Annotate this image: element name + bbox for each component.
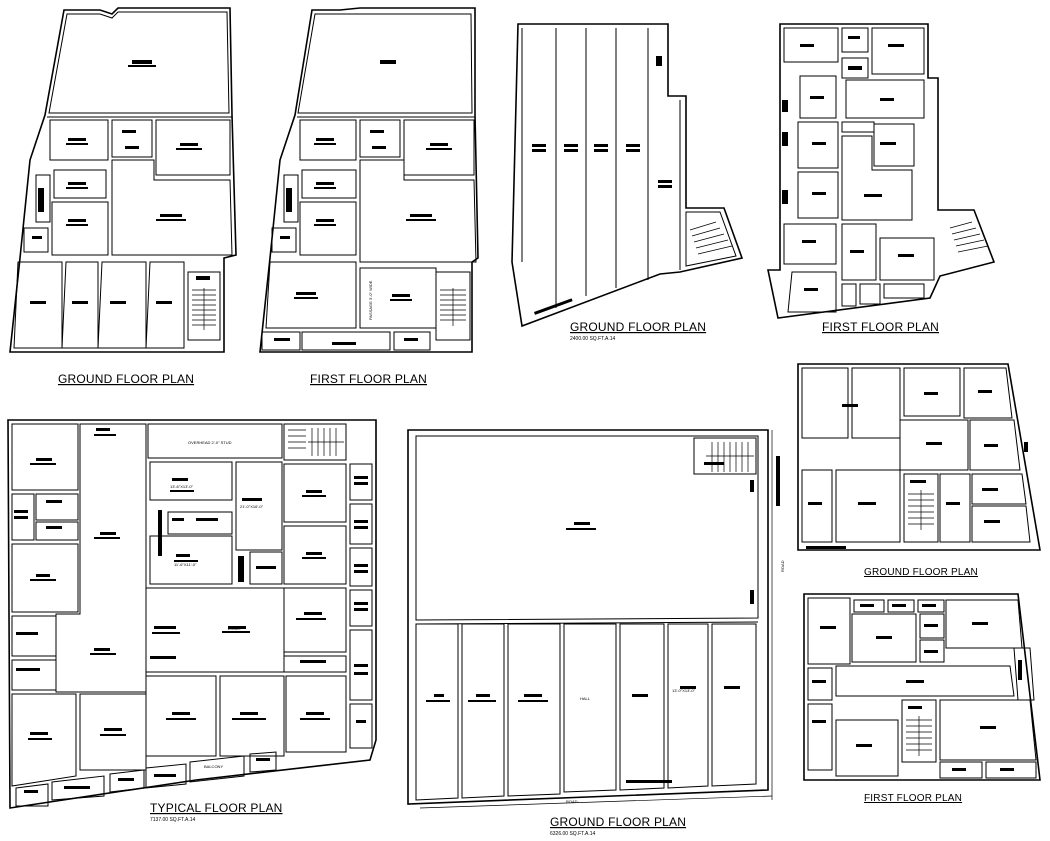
plan-1-ground-floor: GROUND FLOOR PLAN [9,7,237,386]
plan-5-balcony-label: BALCONY [204,764,223,769]
plan-7-ground-floor: GROUND FLOOR PLAN [797,363,1041,578]
plan-3-title: GROUND FLOOR PLAN [570,320,706,334]
plan-8-title: FIRST FLOOR PLAN [864,793,962,804]
plan-6-road-bottom: ROAD [566,799,578,804]
plan-8-first-floor: FIRST FLOOR PLAN [803,593,1041,804]
plan-2-title: FIRST FLOOR PLAN [310,372,427,386]
plan-5-shaft-label: OVERHEAD 2'-0" STUD [188,440,232,445]
plan-6-ground-floor: HALL 13'-0"X13'-0" ROAD ROAD GROUND FLOO… [407,429,785,837]
plan-2-first-floor: PASSAGE 3'-0" WIDE FIRST FLOOR PLAN [259,7,479,386]
plan-5-subtitle: 7137.00 SQ.FT.A.14 [150,817,196,823]
plan-5-dim-b: 11'-6"X11'-0" [174,562,197,567]
plan-4-first-floor: FIRST FLOOR PLAN [767,23,996,334]
plan-3-ground-floor: GROUND FLOOR PLAN 2400.00 SQ.FT.A.14 [511,23,744,342]
plan-6-hall-label: HALL [580,696,591,701]
plan-2-passage-label: PASSAGE 3'-0" WIDE [368,280,373,320]
plan-5-dim-a: 13'-6"X13'-0" [170,484,194,489]
plan-7-title: GROUND FLOOR PLAN [864,567,978,578]
plan-5-typical-floor: OVERHEAD 2'-0" STUD LOBBY BALCONY 13'-6"… [7,419,377,823]
plan-6-title: GROUND FLOOR PLAN [550,815,686,829]
plan-1-title: GROUND FLOOR PLAN [58,372,194,386]
plan-3-subtitle: 2400.00 SQ.FT.A.14 [570,336,616,342]
plan-5-dim-c: 21'-0"X16'-0" [240,504,264,509]
plan-5-title: TYPICAL FLOOR PLAN [150,801,283,815]
plan-6-subtitle: 6326.00 SQ.FT.A.14 [550,831,596,837]
plan-5-lobby-label: LOBBY [228,626,242,631]
plan-4-title: FIRST FLOOR PLAN [822,320,939,334]
plan-6-road-right: ROAD [780,560,785,572]
plan-6-dim-label: 13'-0"X13'-0" [672,688,696,693]
